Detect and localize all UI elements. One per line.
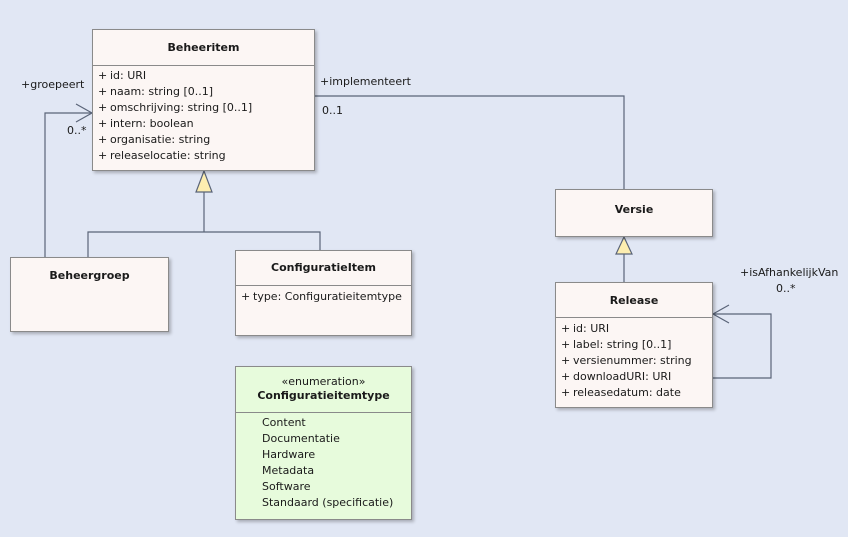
enumeration-literal[interactable]: Standaard (specificatie) bbox=[262, 496, 394, 509]
attribute-row[interactable]: +id: URI bbox=[93, 68, 314, 84]
enumeration-literal[interactable]: Software bbox=[262, 480, 311, 493]
visibility-marker: + bbox=[98, 149, 108, 162]
visibility-marker: + bbox=[98, 101, 108, 114]
attribute-text: intern: boolean bbox=[110, 117, 194, 130]
class-name-beheeritem: Beheeritem bbox=[167, 41, 240, 54]
groepeert-association-line[interactable] bbox=[44, 112, 92, 257]
enumeration-stereotype: «enumeration» bbox=[281, 375, 366, 388]
groepeert-role-label: +groepeert bbox=[21, 78, 85, 91]
visibility-marker: + bbox=[561, 370, 571, 383]
visibility-marker: + bbox=[98, 85, 108, 98]
isafhankelijkvan-association-line[interactable] bbox=[713, 313, 772, 379]
implementeert-role-label: +implementeert bbox=[320, 75, 411, 88]
attribute-text: releaselocatie: string bbox=[110, 149, 226, 162]
class-beheergroep[interactable]: Beheergroep bbox=[10, 257, 169, 332]
visibility-marker: + bbox=[561, 322, 571, 335]
attribute-text: versienummer: string bbox=[573, 354, 692, 367]
class-name-beheergroep: Beheergroep bbox=[49, 269, 130, 282]
class-name-versie: Versie bbox=[614, 203, 654, 216]
generalization-triangle-versie bbox=[615, 235, 633, 255]
attribute-compartment: +type: Configuratieitemtype bbox=[236, 285, 411, 305]
generalization-triangle-beheeritem bbox=[195, 169, 213, 193]
attribute-row[interactable]: +releaselocatie: string bbox=[93, 148, 314, 164]
attribute-text: releasedatum: date bbox=[573, 386, 681, 399]
isafhankelijkvan-multiplicity-label: 0..* bbox=[776, 282, 796, 295]
class-name-configuratieitem: ConfiguratieItem bbox=[271, 261, 376, 274]
isafhankelijkvan-role-label: +isAfhankelijkVan bbox=[740, 266, 839, 279]
groepeert-multiplicity-label: 0..* bbox=[67, 124, 87, 137]
attribute-row[interactable]: +label: string [0..1] bbox=[556, 337, 712, 353]
generalization-beheergroep-line[interactable] bbox=[87, 231, 204, 257]
enumeration-literal[interactable]: Content bbox=[262, 416, 306, 429]
visibility-marker: + bbox=[98, 117, 108, 130]
attribute-text: label: string [0..1] bbox=[573, 338, 672, 351]
attribute-row[interactable]: +versienummer: string bbox=[556, 353, 712, 369]
attribute-row[interactable]: +naam: string [0..1] bbox=[93, 84, 314, 100]
attribute-text: downloadURI: URI bbox=[573, 370, 672, 383]
visibility-marker: + bbox=[561, 386, 571, 399]
visibility-marker: + bbox=[241, 290, 251, 303]
isafhankelijkvan-arrowhead bbox=[711, 304, 730, 324]
class-beheeritem[interactable]: Beheeritem +id: URI+naam: string [0..1]+… bbox=[92, 29, 315, 171]
attribute-text: id: URI bbox=[110, 69, 147, 82]
attribute-row[interactable]: +id: URI bbox=[556, 321, 712, 337]
attribute-compartment: +id: URI+naam: string [0..1]+omschrijvin… bbox=[93, 65, 314, 164]
attribute-text: id: URI bbox=[573, 322, 610, 335]
class-configuratieitem[interactable]: ConfiguratieItem +type: Configuratieitem… bbox=[235, 250, 412, 336]
implementeert-multiplicity-label: 0..1 bbox=[322, 104, 343, 117]
visibility-marker: + bbox=[98, 69, 108, 82]
attribute-text: type: Configuratieitemtype bbox=[253, 290, 402, 303]
attribute-text: naam: string [0..1] bbox=[110, 85, 214, 98]
enumeration-header: «enumeration» Configuratieitemtype bbox=[236, 367, 411, 412]
enumeration-literal[interactable]: Documentatie bbox=[262, 432, 340, 445]
enumeration-literal[interactable]: Metadata bbox=[262, 464, 315, 477]
attribute-text: organisatie: string bbox=[110, 133, 211, 146]
class-name-release: Release bbox=[609, 294, 659, 307]
attribute-compartment: +id: URI+label: string [0..1]+versienumm… bbox=[556, 317, 712, 401]
enumeration-name: Configuratieitemtype bbox=[257, 389, 390, 402]
enumeration-literal[interactable]: Hardware bbox=[262, 448, 316, 461]
attribute-text: omschrijving: string [0..1] bbox=[110, 101, 253, 114]
attribute-row[interactable]: +releasedatum: date bbox=[556, 385, 712, 401]
visibility-marker: + bbox=[98, 133, 108, 146]
generalization-configuratieitem-line[interactable] bbox=[204, 231, 321, 250]
attribute-row[interactable]: +downloadURI: URI bbox=[556, 369, 712, 385]
visibility-marker: + bbox=[561, 354, 571, 367]
class-versie[interactable]: Versie bbox=[555, 189, 713, 237]
attribute-row[interactable]: +intern: boolean bbox=[93, 116, 314, 132]
implementeert-association-line[interactable] bbox=[315, 95, 625, 189]
visibility-marker: + bbox=[561, 338, 571, 351]
enumeration-configuratieitemtype[interactable]: «enumeration» Configuratieitemtype Conte… bbox=[235, 366, 412, 520]
attribute-row[interactable]: +organisatie: string bbox=[93, 132, 314, 148]
attribute-row[interactable]: +type: Configuratieitemtype bbox=[236, 289, 411, 305]
attribute-row[interactable]: +omschrijving: string [0..1] bbox=[93, 100, 314, 116]
class-release[interactable]: Release +id: URI+label: string [0..1]+ve… bbox=[555, 282, 713, 408]
